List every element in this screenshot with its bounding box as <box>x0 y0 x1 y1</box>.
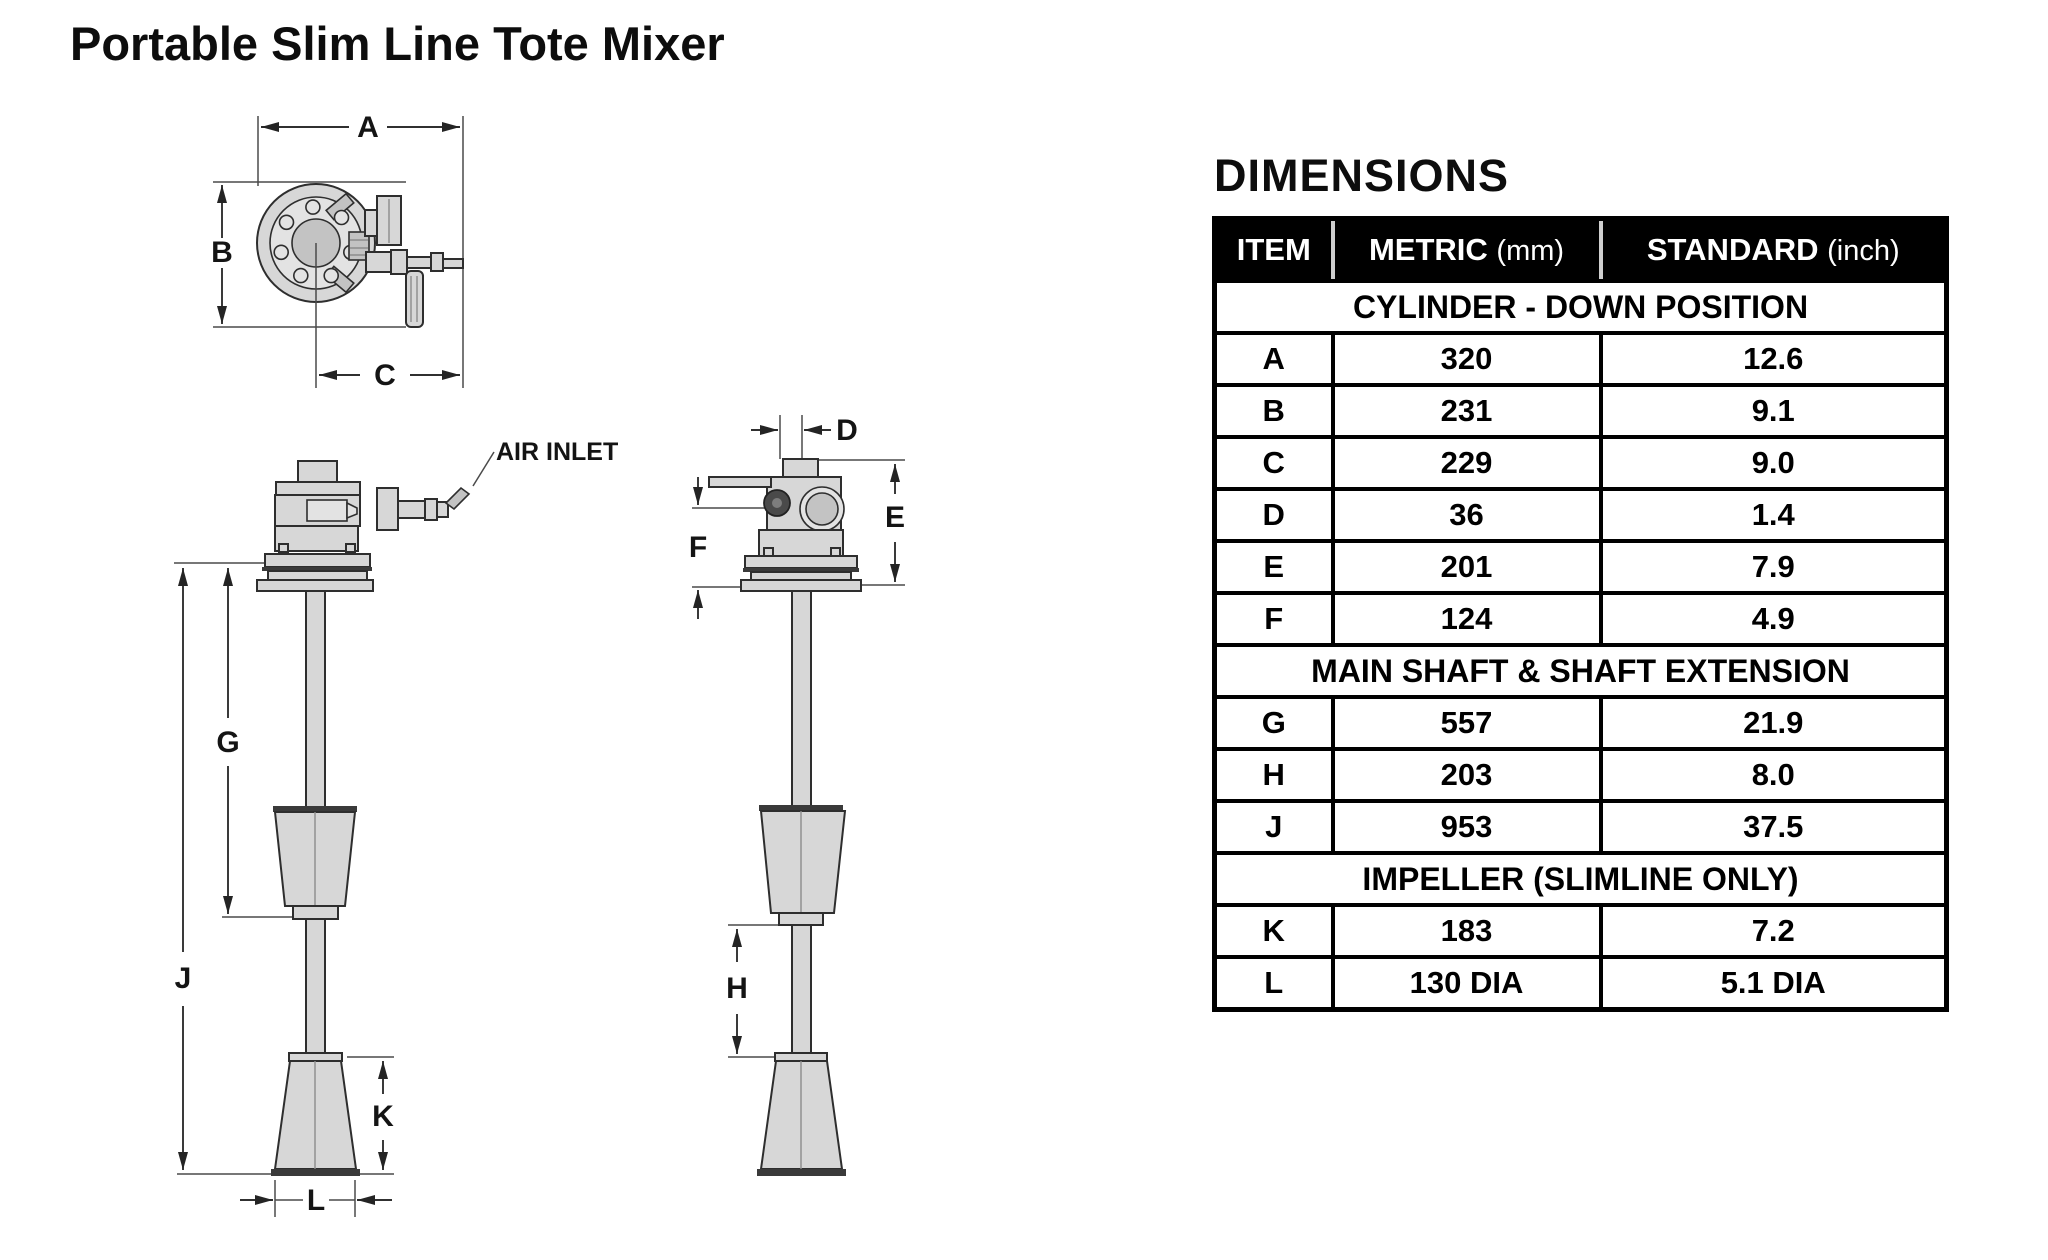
col-header-metric: METRIC (mm) <box>1330 216 1603 283</box>
metric-cell: 36 <box>1330 487 1603 543</box>
standard-cell: 7.2 <box>1598 903 1949 959</box>
item-cell: D <box>1212 487 1335 543</box>
section-row-cylinder: CYLINDER - DOWN POSITION <box>1212 279 1949 335</box>
section-row-impeller: IMPELLER (SLIMLINE ONLY) <box>1212 851 1949 907</box>
front-view-drawing: AIR INLET G J K L <box>174 438 618 1217</box>
section-row-main-shaft: MAIN SHAFT & SHAFT EXTENSION <box>1212 643 1949 699</box>
table-row-d: D 36 1.4 <box>1212 487 1949 543</box>
item-cell: E <box>1212 539 1335 595</box>
standard-cell: 8.0 <box>1598 747 1949 803</box>
table-row-h: H 203 8.0 <box>1212 747 1949 803</box>
shaft-extension <box>305 918 326 1054</box>
standard-cell: 21.9 <box>1598 695 1949 751</box>
shaft-extension-side <box>791 924 812 1058</box>
air-inlet-fitting <box>444 486 471 511</box>
col-label: METRIC <box>1368 232 1488 267</box>
table-row-e: E 201 7.9 <box>1212 539 1949 595</box>
section-header: IMPELLER (SLIMLINE ONLY) <box>1212 851 1949 907</box>
dim-label-g: G <box>216 726 239 759</box>
standard-cell: 4.9 <box>1598 591 1949 647</box>
air-valve-tip-top <box>442 258 464 269</box>
clamp-flange-side <box>744 555 858 569</box>
table-row-g: G 557 21.9 <box>1212 695 1949 751</box>
motor-neck <box>782 458 819 479</box>
upper-impeller-side <box>759 810 847 914</box>
dim-label-j: J <box>175 962 192 995</box>
dim-label-c: C <box>374 359 396 392</box>
dimensions-table: ITEM METRIC (mm) STANDARD (inch) CYLINDE… <box>1212 216 1949 1012</box>
dim-label-d: D <box>836 414 858 447</box>
metric-cell: 231 <box>1330 383 1603 439</box>
metric-cell: 203 <box>1330 747 1603 803</box>
standard-cell: 9.1 <box>1598 383 1949 439</box>
metric-cell: 557 <box>1330 695 1603 751</box>
item-cell: H <box>1212 747 1335 803</box>
item-cell: B <box>1212 383 1335 439</box>
standard-cell: 9.0 <box>1598 435 1949 491</box>
dim-label-h: H <box>726 972 748 1005</box>
metric-cell: 320 <box>1330 331 1603 387</box>
col-label: STANDARD <box>1646 232 1819 267</box>
col-label: ITEM <box>1236 232 1311 267</box>
table-row-f: F 124 4.9 <box>1212 591 1949 647</box>
item-cell: J <box>1212 799 1335 855</box>
metric-cell: 124 <box>1330 591 1603 647</box>
metric-cell: 953 <box>1330 799 1603 855</box>
item-cell: C <box>1212 435 1335 491</box>
table-row-a: A 320 12.6 <box>1212 331 1949 387</box>
standard-cell: 5.1 DIA <box>1598 955 1949 1012</box>
clamp-flange <box>264 553 371 568</box>
cylinder-block <box>376 487 399 531</box>
air-inlet-leader <box>472 451 495 487</box>
handle-bar <box>708 476 772 488</box>
dim-label-a: A <box>357 111 379 144</box>
table-row-c: C 229 9.0 <box>1212 435 1949 491</box>
dim-label-k: K <box>372 1100 394 1133</box>
metric-cell: 229 <box>1330 435 1603 491</box>
section-header: MAIN SHAFT & SHAFT EXTENSION <box>1212 643 1949 699</box>
metric-cell: 201 <box>1330 539 1603 595</box>
col-unit: (mm) <box>1496 235 1565 267</box>
section-header: CYLINDER - DOWN POSITION <box>1212 279 1949 335</box>
standard-cell: 37.5 <box>1598 799 1949 855</box>
table-row-b: B 231 9.1 <box>1212 383 1949 439</box>
table-row-j: J 953 37.5 <box>1212 799 1949 855</box>
metric-cell: 183 <box>1330 903 1603 959</box>
technical-drawing: A B C <box>174 111 905 1217</box>
dim-label-b: B <box>211 236 233 269</box>
main-shaft <box>305 590 326 811</box>
motor-cap <box>297 460 338 483</box>
top-view-drawing: A B C <box>211 111 464 392</box>
dimensions-heading: DIMENSIONS <box>1214 150 1510 201</box>
dim-label-e: E <box>885 501 905 534</box>
table-row-l: L 130 DIA 5.1 DIA <box>1212 955 1949 1012</box>
item-cell: K <box>1212 903 1335 959</box>
table-row-k: K 183 7.2 <box>1212 903 1949 959</box>
page-title: Portable Slim Line Tote Mixer <box>70 17 725 70</box>
dim-label-f: F <box>689 531 707 564</box>
item-cell: F <box>1212 591 1335 647</box>
col-header-item: ITEM <box>1212 216 1335 283</box>
item-cell: G <box>1212 695 1335 751</box>
dimensions-panel: DIMENSIONS ITEM METRIC (mm) STANDARD (in… <box>1212 150 1949 1012</box>
air-inlet-label: AIR INLET <box>496 438 618 466</box>
standard-cell: 1.4 <box>1598 487 1949 543</box>
col-unit: (inch) <box>1827 235 1900 267</box>
col-header-standard: STANDARD (inch) <box>1598 216 1949 283</box>
item-cell: L <box>1212 955 1335 1012</box>
dim-label-l: L <box>307 1184 325 1217</box>
item-cell: A <box>1212 331 1335 387</box>
metric-cell: 130 DIA <box>1330 955 1603 1012</box>
main-shaft-side <box>791 590 812 811</box>
table-header-row: ITEM METRIC (mm) STANDARD (inch) <box>1212 216 1949 283</box>
muffler <box>405 270 424 328</box>
side-view-drawing: D E F H <box>689 414 905 1176</box>
standard-cell: 12.6 <box>1598 331 1949 387</box>
standard-cell: 7.9 <box>1598 539 1949 595</box>
